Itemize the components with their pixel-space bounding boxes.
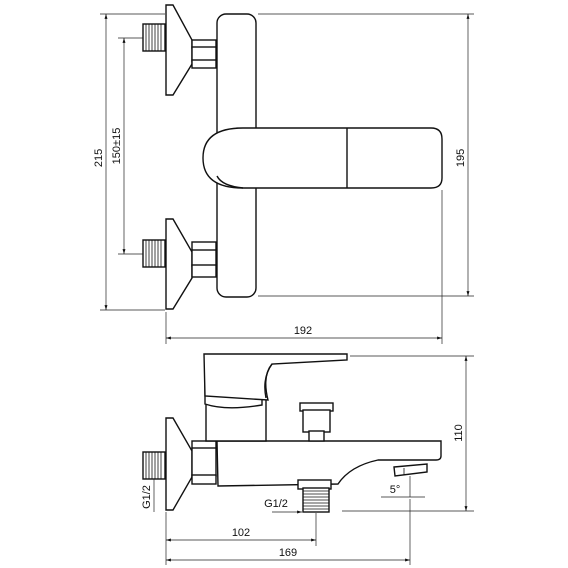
dim-angle: 5° — [381, 476, 425, 498]
lever-handle-top — [202, 127, 443, 189]
lever-handle-shadow — [216, 175, 244, 189]
dim-inlet-thread: G1/2 — [141, 479, 155, 512]
dim-top-width: 192 — [165, 190, 443, 344]
bottom-outlet-thread — [297, 479, 332, 513]
dim-side-length: 169 — [166, 499, 411, 565]
upper-inlet-fitting — [142, 23, 217, 69]
side-wall-flange — [165, 417, 193, 511]
upper-wall-flange — [165, 4, 193, 96]
dim-195-label: 195 — [455, 149, 467, 167]
side-inlet-fitting — [142, 440, 217, 485]
lower-inlet-fitting — [142, 239, 217, 278]
g12-outlet-label: G1/2 — [264, 498, 288, 510]
dim-center-distance: 150±15 — [111, 37, 143, 255]
lower-wall-flange — [165, 218, 193, 310]
dim-total-height: 215 — [93, 13, 165, 311]
aerator — [393, 463, 428, 477]
dim-body-height: 195 — [258, 13, 474, 297]
angle-5-label: 5° — [390, 484, 401, 496]
side-body-spout — [216, 440, 442, 487]
dim-outlet-distance: 102 — [165, 512, 317, 565]
side-lever-curve — [264, 363, 273, 399]
dim-outlet-thread: G1/2 — [264, 498, 302, 514]
dim-215-label: 215 — [93, 149, 105, 167]
dim-side-height: 110 — [342, 355, 474, 512]
dim-110-label: 110 — [453, 424, 465, 442]
side-view: 110 G1/2 G1/2 5° 102 169 — [141, 353, 474, 565]
side-lever-handle — [203, 353, 348, 401]
diverter-knob — [299, 402, 334, 442]
dim-102-label: 102 — [232, 527, 250, 539]
dim-192-label: 192 — [294, 325, 312, 337]
dim-150-label: 150±15 — [111, 128, 123, 165]
dim-169-label: 169 — [279, 547, 297, 559]
top-view: 215 150±15 195 192 — [93, 4, 474, 344]
g12-inlet-label: G1/2 — [141, 485, 153, 509]
